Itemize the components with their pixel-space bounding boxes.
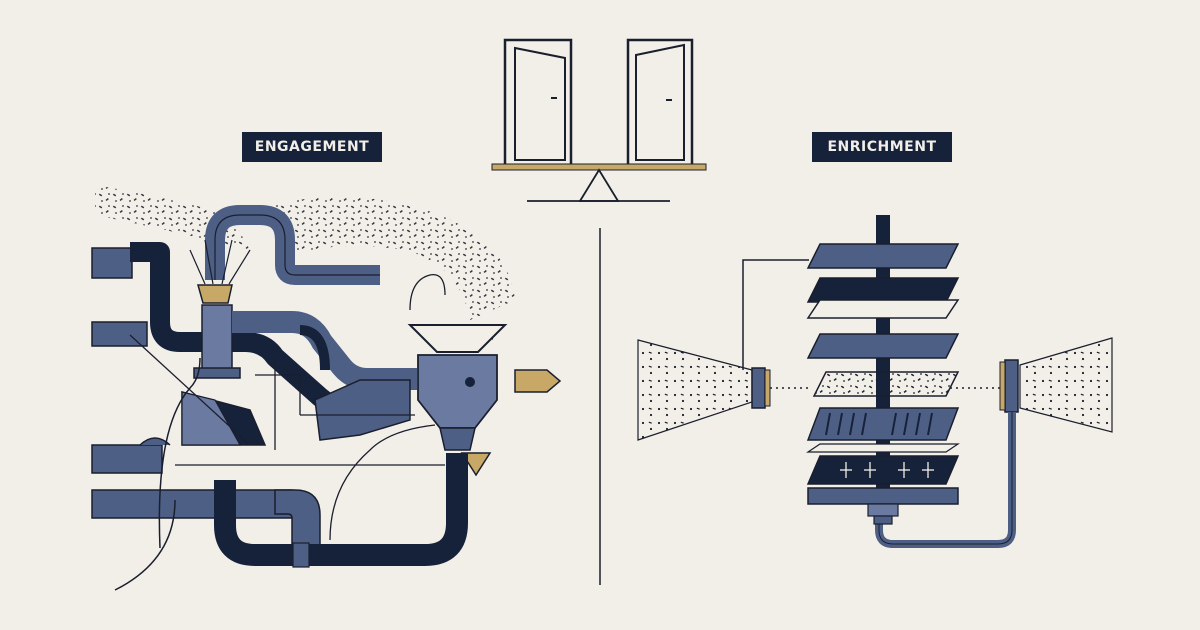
balanced-doors-icon <box>491 38 707 202</box>
engagement-machine <box>91 185 562 591</box>
enrichment-label: ENRICHMENT <box>812 132 952 162</box>
engagement-label: ENGAGEMENT <box>242 132 382 162</box>
enrichment-stack <box>637 215 1113 548</box>
